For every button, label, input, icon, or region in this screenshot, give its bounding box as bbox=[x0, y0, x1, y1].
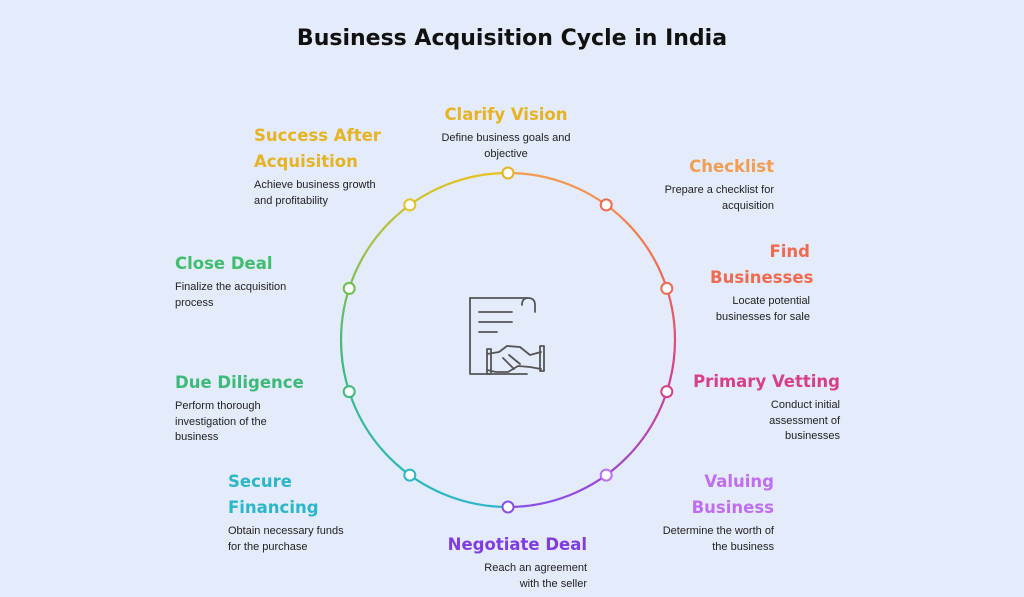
cycle-node-2 bbox=[599, 198, 613, 212]
step-description: Locate potential businesses for sale bbox=[715, 295, 810, 323]
step-heading: Due Diligence bbox=[175, 373, 304, 392]
step-description: Obtain necessary funds for the purchase bbox=[228, 525, 344, 553]
cycle-node-3 bbox=[660, 281, 674, 295]
cycle-node-4 bbox=[660, 385, 674, 399]
step-heading: Clarify Vision bbox=[444, 105, 568, 124]
step-heading: Close Deal bbox=[175, 254, 273, 273]
step-heading: Valuing Business bbox=[691, 472, 774, 517]
cycle-node-9 bbox=[342, 281, 356, 295]
cycle-node-6 bbox=[501, 500, 515, 514]
step-heading: Find Businesses bbox=[710, 242, 814, 287]
cycle-node-10 bbox=[403, 198, 417, 212]
step-description: Define business goals and objective bbox=[441, 132, 571, 160]
cycle-node-1 bbox=[501, 166, 515, 180]
step-heading: Negotiate Deal bbox=[447, 535, 587, 554]
cycle-node-8 bbox=[342, 385, 356, 399]
step-description: Finalize the acquisition process bbox=[175, 281, 287, 309]
step-description: Conduct initial assessment of businesses bbox=[769, 399, 840, 442]
cycle-node-5 bbox=[599, 468, 613, 482]
step-heading: Primary Vetting bbox=[693, 372, 840, 391]
contract-handshake-icon bbox=[469, 297, 545, 375]
step-heading: Secure Financing bbox=[228, 472, 319, 517]
step-heading: Success After Acquisition bbox=[254, 126, 381, 171]
step-description: Reach an agreement with the seller bbox=[484, 562, 587, 590]
cycle-node-7 bbox=[403, 468, 417, 482]
step-description: Prepare a checklist for acquisition bbox=[664, 184, 774, 212]
step-description: Perform thorough investigation of the bu… bbox=[175, 400, 267, 443]
step-heading: Checklist bbox=[689, 157, 774, 176]
step-description: Determine the worth of the business bbox=[662, 525, 774, 553]
diagram-title: Business Acquisition Cycle in India bbox=[296, 26, 728, 51]
step-description: Achieve business growth and profitabilit… bbox=[254, 179, 376, 207]
